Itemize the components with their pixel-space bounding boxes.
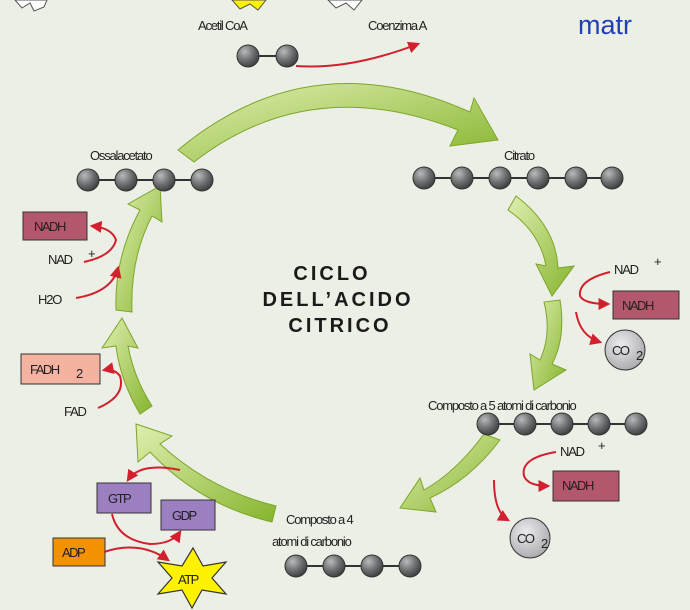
substrate-phosphorylation: GTP GDP ADP ATP: [52, 466, 228, 610]
fad-label: FAD: [64, 404, 86, 419]
cycle-title: CICLO DELL’ACIDO CITRICO: [262, 263, 413, 337]
fad-to-fadh2-arrow: [97, 362, 122, 409]
gdp-label: GDP: [172, 508, 197, 523]
cycle-title-line2: DELL’ACIDO: [262, 289, 413, 311]
region-label: matr: [578, 10, 632, 40]
nadh-box-right-2: [552, 470, 620, 502]
citrate-label: Citrato: [504, 148, 535, 163]
left-nadh-reaction: NADH NAD + H2O: [22, 211, 122, 307]
c4-label-line1: Composto a 4: [286, 512, 354, 527]
to-gtp-arrow: [126, 466, 181, 482]
nad-to-nadh-arrow-left: [83, 220, 118, 263]
adp-box: [52, 537, 106, 567]
nadh-label-left: NADH: [34, 219, 66, 234]
co2-release-arrow-1: [575, 311, 603, 345]
svg-text:+: +: [88, 246, 95, 261]
c5-label: Composto a 5 atomi di carbonio: [428, 398, 577, 413]
adp-to-atp-arrow: [103, 546, 170, 562]
svg-text:+: +: [598, 438, 605, 453]
atp-label: ATP: [178, 572, 199, 587]
acetyl-coa-group: Acetil CoA Coenzima A: [198, 18, 429, 68]
oxaloacetate-group: Ossalacetato: [76, 148, 214, 192]
co2-circle-1: [604, 329, 646, 371]
nad-to-nadh-arrow-right-2: [522, 451, 557, 492]
gdp-box: [160, 499, 216, 531]
arrow-left-lower: [100, 317, 153, 415]
svg-text:2: 2: [76, 366, 83, 381]
fadh2-label: FADH: [30, 362, 60, 377]
gtp-box: [96, 482, 152, 514]
oxaloacetate-label: Ossalacetato: [90, 148, 152, 163]
cycle-arrows: [100, 83, 576, 523]
adp-label: ADP: [62, 545, 85, 560]
carbon-ball: [275, 44, 299, 68]
coenzyme-a-label: Coenzima A: [368, 18, 428, 33]
arrow-c4-to-left: [135, 423, 277, 523]
decorative-stars-top: [14, 0, 363, 12]
c4-label-line2: atomi di carbonio: [272, 534, 352, 549]
svg-text:2: 2: [636, 348, 643, 363]
arrow-c5-to-c4: [399, 433, 501, 513]
nadh-label-right-1: NADH: [622, 298, 654, 313]
gtp-to-gdp-arrow: [111, 513, 182, 546]
fadh2-reaction: FADH 2 FAD: [20, 353, 122, 419]
arrow-citrate-down: [507, 195, 576, 297]
nad-label-left: NAD: [48, 252, 73, 267]
cycle-title-line1: CICLO: [293, 263, 370, 285]
water-label: H2O: [38, 292, 62, 307]
svg-text:+: +: [654, 254, 661, 269]
c5-compound-group: Composto a 5 atomi di carbonio: [428, 398, 648, 436]
acetyl-coa-label: Acetil CoA: [198, 18, 248, 33]
arrow-oxaloacetate-to-citrate: [177, 83, 499, 163]
nadh-label-right-2: NADH: [562, 478, 594, 493]
right-nadh-reaction-2: NAD + NADH CO 2: [493, 438, 620, 559]
atp-star: [156, 546, 228, 610]
nadh-box-left: [22, 211, 88, 241]
carbon-ball: [236, 44, 260, 68]
arrow-to-c5: [529, 299, 568, 391]
cycle-title-line3: CITRICO: [288, 315, 391, 337]
water-input-arrow: [75, 265, 122, 299]
svg-text:2: 2: [541, 536, 548, 551]
citrate-group: Citrato: [412, 148, 624, 190]
release-coenzyme-a-arrow: [295, 41, 421, 68]
nad-to-nadh-arrow-right-1: [578, 271, 611, 310]
nad-label-right-1: NAD: [614, 262, 639, 277]
nadh-box-right-1: [612, 290, 680, 320]
nad-label-right-2: NAD: [560, 444, 585, 459]
co2-circle-2: [509, 517, 551, 559]
gtp-label: GTP: [108, 491, 131, 506]
co2-release-arrow-2: [493, 479, 511, 522]
co2-label-1: CO: [612, 343, 630, 358]
arrow-to-oxaloacetate: [115, 185, 163, 313]
fadh2-box: [20, 353, 101, 385]
right-nadh-reaction-1: NAD + NADH CO 2: [575, 254, 680, 371]
co2-label-2: CO: [517, 531, 535, 546]
c4-compound-group: Composto a 4 atomi di carbonio: [272, 512, 422, 578]
